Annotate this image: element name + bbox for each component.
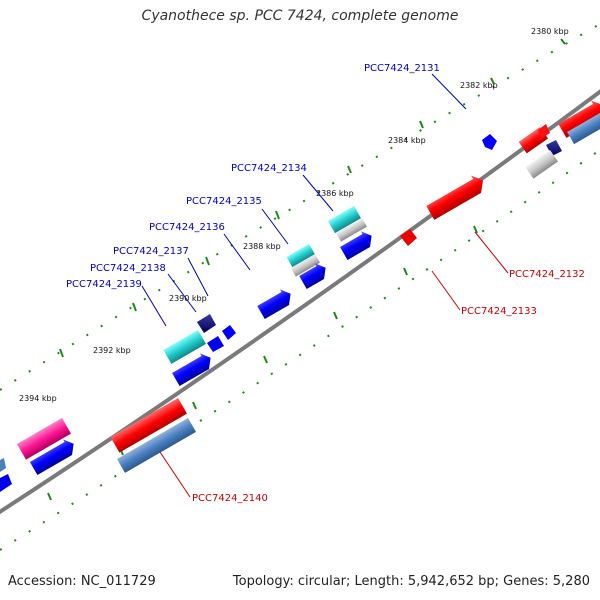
gene-blue-2131[interactable] xyxy=(482,134,497,150)
gene-features xyxy=(0,97,600,492)
major-ticks xyxy=(47,38,566,501)
label-PCC7424_2139[interactable]: PCC7424_2139 xyxy=(66,279,142,290)
scale-label-2380: 2380 kbp xyxy=(531,27,569,36)
gene-steel-2132b[interactable] xyxy=(567,113,600,145)
gene-blue-2138a[interactable] xyxy=(222,325,236,340)
label-leader-lines xyxy=(141,73,509,498)
gene-blue-2136[interactable] xyxy=(256,286,295,319)
gene-grey-2134b[interactable] xyxy=(336,218,367,242)
gene-blue-left-edge[interactable] xyxy=(0,474,12,492)
scale-label-2392: 2392 kbp xyxy=(93,346,131,355)
scale-label-2386: 2386 kbp xyxy=(316,189,354,198)
scale-label-2382: 2382 kbp xyxy=(460,81,498,90)
gene-red-2140[interactable] xyxy=(110,398,187,453)
label-PCC7424_2131[interactable]: PCC7424_2131 xyxy=(364,63,440,74)
gene-pink[interactable] xyxy=(16,418,71,460)
gene-blue-2138b[interactable] xyxy=(207,336,224,352)
outer-tick-track xyxy=(0,24,599,391)
label-PCC7424_2135[interactable]: PCC7424_2135 xyxy=(186,196,262,207)
gene-blue-2134c[interactable] xyxy=(339,228,377,260)
gene-red-small-c[interactable] xyxy=(400,229,417,246)
gene-steel-2140b[interactable] xyxy=(116,418,196,473)
gene-labels: PCC7424_2131 PCC7424_2134 PCC7424_2135 P… xyxy=(66,63,585,504)
scale-label-2390: 2390 kbp xyxy=(169,294,207,303)
scale-labels: 2380 kbp 2382 kbp 2384 kbp 2386 kbp 2388… xyxy=(19,27,569,403)
gene-blue-2135c[interactable] xyxy=(298,260,330,289)
gene-grey[interactable] xyxy=(525,150,559,179)
label-PCC7424_2134[interactable]: PCC7424_2134 xyxy=(231,163,307,174)
scale-label-2394: 2394 kbp xyxy=(19,394,57,403)
gene-cyan-2139[interactable] xyxy=(163,330,206,364)
gene-blue-left[interactable] xyxy=(28,436,78,475)
topology-text: Topology: circular; Length: 5,942,652 bp… xyxy=(232,574,590,589)
accession-text: Accession: NC_011729 xyxy=(8,574,156,589)
label-PCC7424_2132[interactable]: PCC7424_2132 xyxy=(509,269,585,280)
scale-label-2388: 2388 kbp xyxy=(243,242,281,251)
gene-red-2132[interactable] xyxy=(556,97,600,138)
gene-cyan-2135[interactable] xyxy=(286,244,315,268)
map-title: Cyanothece sp. PCC 7424, complete genome xyxy=(141,8,459,24)
label-PCC7424_2137[interactable]: PCC7424_2137 xyxy=(113,246,189,257)
genome-backbone xyxy=(0,89,600,515)
gene-red-2133[interactable] xyxy=(424,172,488,220)
label-PCC7424_2136[interactable]: PCC7424_2136 xyxy=(149,222,225,233)
gene-navy-2137[interactable] xyxy=(197,314,216,333)
gene-blue-2139b[interactable] xyxy=(171,350,216,386)
gene-grey-2135b[interactable] xyxy=(290,254,320,277)
gene-red-small-b[interactable] xyxy=(538,124,550,138)
gene-cyan-2134[interactable] xyxy=(328,206,361,234)
scale-label-2384: 2384 kbp xyxy=(388,136,426,145)
label-PCC7424_2138[interactable]: PCC7424_2138 xyxy=(90,263,166,274)
gene-steel-left-edge[interactable] xyxy=(0,458,6,472)
label-PCC7424_2133[interactable]: PCC7424_2133 xyxy=(461,306,537,317)
label-PCC7424_2140[interactable]: PCC7424_2140 xyxy=(192,493,268,504)
inner-tick-track xyxy=(0,149,600,551)
